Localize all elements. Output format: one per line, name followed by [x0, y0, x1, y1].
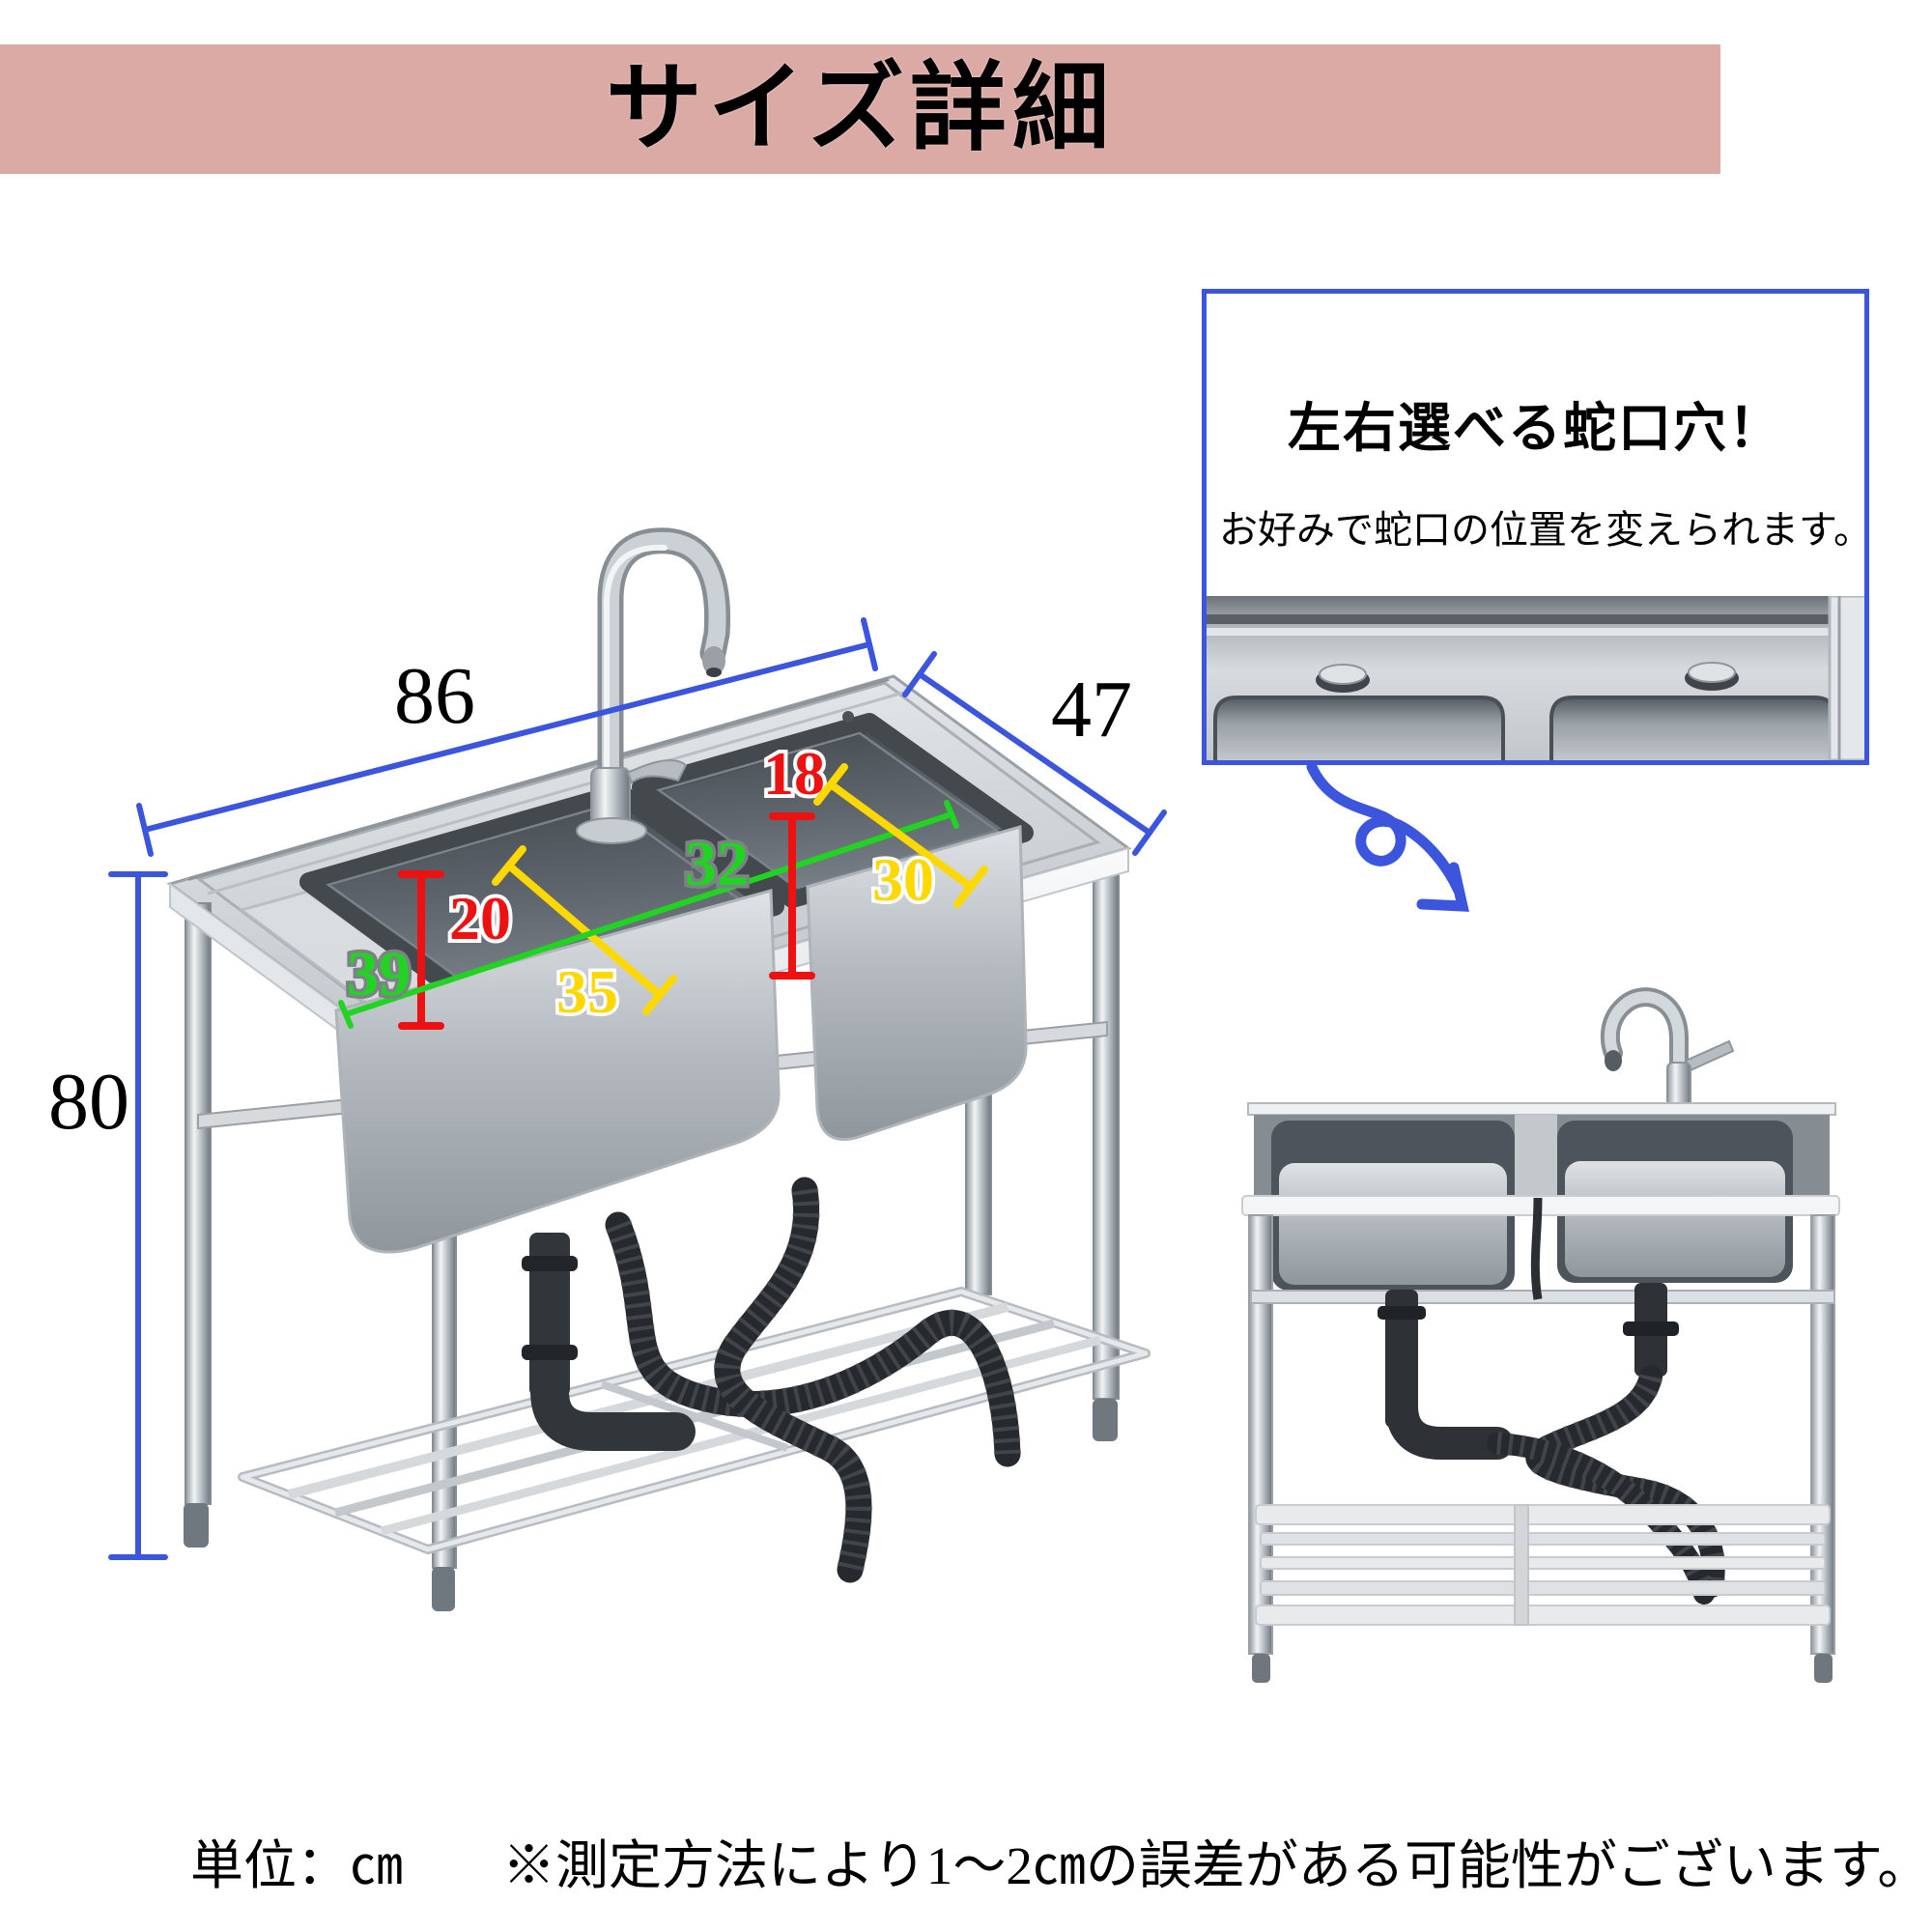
- fv-shelf-slat-5: [1255, 1605, 1831, 1626]
- fv-shelf-slat-4: [1260, 1580, 1826, 1596]
- drain-assembly: [522, 1177, 1021, 1583]
- fv-shelf-connector: [1514, 1504, 1529, 1626]
- lower-shelf: [238, 1287, 1151, 1554]
- fv-shelf-slat-3: [1260, 1556, 1826, 1570]
- fv-spout-tip: [1605, 1050, 1622, 1071]
- dim-label-86: 86: [394, 651, 475, 741]
- fv-left-bowl-inner: [1279, 1163, 1507, 1285]
- curved-arrow-icon: [1306, 761, 1469, 912]
- fv-counter-top-edge: [1247, 1102, 1836, 1116]
- trap-elbow: [530, 1372, 696, 1451]
- foot-mid: [432, 1567, 455, 1611]
- info-box-heading: 左右選べる蛇口穴！: [1287, 399, 1783, 458]
- fv-left-drain-collar: [1378, 1306, 1426, 1320]
- dim-20: 20: [398, 870, 515, 1030]
- fv-right-drain-clamp: [1623, 1321, 1679, 1336]
- dim-86: 86: [136, 617, 878, 857]
- foot-right: [1093, 1399, 1118, 1441]
- dim-80: 80: [48, 871, 168, 1560]
- fv-right-bowl-inner: [1565, 1161, 1785, 1277]
- spout-nozzle: [706, 668, 722, 677]
- front-view-sink-illustration: [1241, 987, 1840, 1683]
- arrow-head: [1416, 862, 1469, 912]
- trap-collar-2: [522, 1345, 578, 1360]
- faucet-handle: [626, 759, 688, 784]
- dim-47: 47: [902, 651, 1167, 856]
- faucet-hole-right-cap: [1688, 662, 1736, 683]
- fv-faucet-body: [1604, 991, 1685, 1115]
- faucet-highlight: [604, 544, 668, 781]
- dim-label-18: 18: [763, 739, 825, 808]
- info-box-body: お好みで蛇口の位置を変えられます。: [1219, 508, 1872, 552]
- right-bowl-rim: [656, 731, 1000, 890]
- foot-left: [184, 1503, 209, 1548]
- fv-left-foot: [1252, 1654, 1270, 1683]
- fv-faucet-handle: [1684, 1039, 1735, 1072]
- backsplash-ridge-2: [207, 691, 904, 895]
- fv-shelf-slat-1: [1255, 1504, 1831, 1525]
- photo-back-ridge: [1207, 614, 1864, 624]
- main-sink-front-left-leg: [185, 902, 212, 1505]
- fv-left-elbow: [1385, 1389, 1514, 1460]
- fv-mid-rail: [1250, 1290, 1835, 1304]
- faucet-hole-dot: [842, 711, 854, 723]
- dim-label-47: 47: [1051, 665, 1132, 754]
- fv-hose-a: [1525, 1365, 1725, 1598]
- right-bowl-exterior: [806, 825, 1028, 1141]
- dim-39-32: 39 32: [338, 800, 959, 1029]
- info-box: [1202, 289, 1869, 765]
- page-title: サイズ詳細: [606, 55, 1115, 162]
- dim-label-39: 39: [347, 939, 411, 1009]
- fv-shelf-slat-2: [1260, 1532, 1826, 1546]
- dim-35: 35: [492, 845, 677, 1030]
- faucet-hole-left-cap: [1319, 664, 1367, 685]
- info-box-photo: [1207, 596, 1864, 760]
- arrow-curve: [1306, 761, 1464, 896]
- dim-label-35: 35: [556, 957, 618, 1026]
- main-sink-right-leg: [1093, 861, 1120, 1400]
- fv-supply-hose: [1530, 1197, 1543, 1300]
- dimension-annotations: 86 47 80 20: [48, 617, 1167, 1560]
- dim-label-30: 30: [872, 845, 934, 914]
- hose-b: [714, 1177, 872, 1583]
- backsplash-ridge: [187, 677, 890, 881]
- tolerance-note: ※測定方法により1〜2㎝の誤差がある可能性がございます。: [502, 1836, 1931, 1895]
- shelf-cross-bar: [600, 1380, 789, 1452]
- dim-label-32: 32: [685, 829, 749, 899]
- photo-bowl-left: [1213, 696, 1505, 760]
- trap-collar-1: [522, 1256, 578, 1271]
- title-banner: サイズ詳細: [0, 44, 1720, 174]
- fv-divider: [1515, 1115, 1557, 1196]
- dim-label-80: 80: [48, 1057, 129, 1147]
- fv-right-foot: [1814, 1654, 1833, 1683]
- dim-30: 30: [813, 763, 988, 918]
- photo-back-highlight: [1207, 628, 1864, 636]
- photo-right-trim: [1828, 596, 1864, 760]
- faucet-flange: [576, 817, 647, 844]
- spout-tip: [702, 646, 725, 675]
- main-faucet: [576, 527, 731, 844]
- fv-shelf: [1255, 1504, 1831, 1626]
- unit-label: 単位：㎝: [190, 1836, 404, 1895]
- dim-label-20: 20: [449, 884, 511, 952]
- hose-a: [605, 1211, 1021, 1467]
